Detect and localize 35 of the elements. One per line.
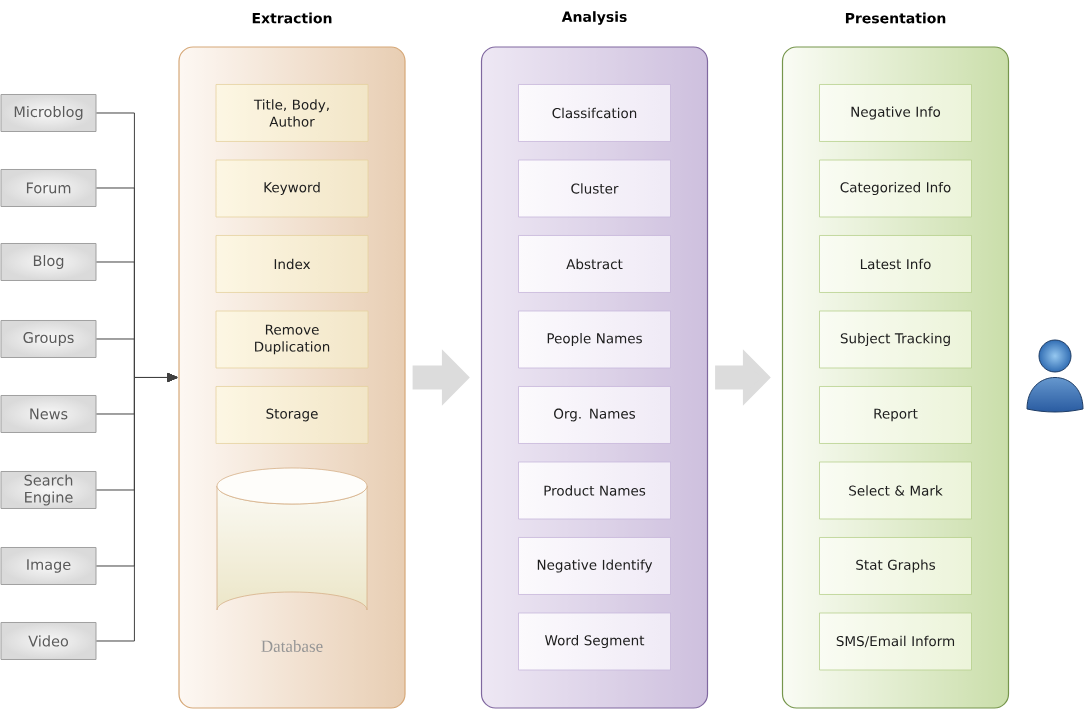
source-box: Image	[0, 547, 97, 585]
process-box: Storage	[215, 386, 369, 444]
process-box: Subject Tracking	[819, 310, 972, 369]
process-box: Product Names	[518, 461, 671, 520]
process-box: Org. Names	[518, 386, 671, 444]
source-box: Search Engine	[0, 471, 97, 509]
connector	[96, 373, 178, 642]
process-box: Keyword	[215, 159, 369, 218]
process-box: Abstract	[518, 235, 671, 293]
panel-heading: Analysis	[561, 11, 627, 25]
process-box: Word Segment	[518, 612, 671, 671]
process-box: Index	[215, 235, 369, 293]
process-box: Remove Duplication	[215, 310, 369, 369]
panel-heading: Presentation	[845, 12, 946, 24]
panel-heading: Extraction	[252, 12, 332, 24]
cylinder-label: Database	[261, 640, 323, 652]
process-box: Select & Mark	[819, 461, 972, 520]
source-box: News	[0, 395, 97, 433]
process-box: Classifcation	[518, 84, 671, 142]
process-box: Latest Info	[819, 235, 972, 293]
process-box: SMS/Email Inform	[819, 612, 972, 671]
process-box: Title, Body, Author	[215, 84, 369, 142]
process-box: Stat Graphs	[819, 537, 972, 595]
source-box: Video	[0, 622, 97, 660]
process-box: Report	[819, 386, 972, 444]
process-box: Cluster	[518, 159, 671, 218]
source-box: Blog	[0, 243, 97, 281]
source-box: Groups	[0, 320, 97, 358]
source-box: Microblog	[0, 94, 97, 132]
source-box: Forum	[0, 169, 97, 207]
process-box: People Names	[518, 310, 671, 369]
process-box: Negative Identify	[518, 537, 671, 595]
process-box: Categorized Info	[819, 159, 972, 218]
person-icon	[1026, 339, 1084, 413]
process-box: Negative Info	[819, 84, 972, 142]
